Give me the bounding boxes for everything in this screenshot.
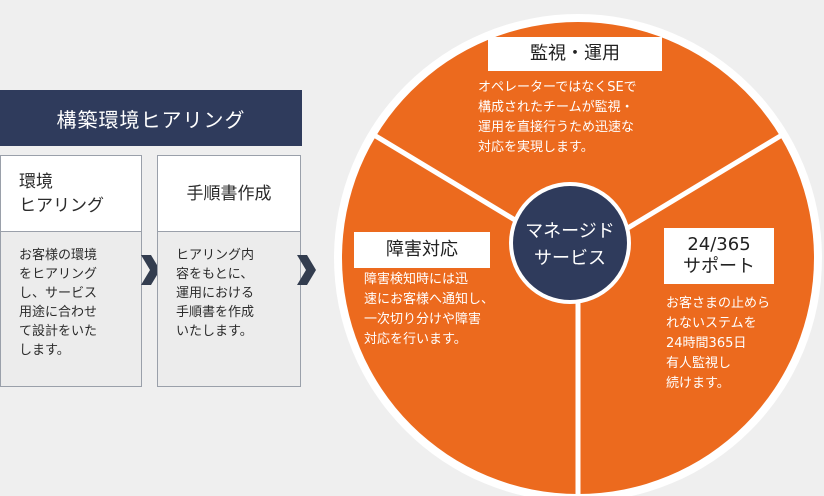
segment-title-monitoring: 監視・運用: [488, 37, 662, 71]
hearing-header: 構築環境ヒアリング: [0, 90, 302, 146]
card-body: お客様の環境 をヒアリング し、サービス 用途に合わせ て設計をいた します。: [1, 232, 141, 386]
segment-desc-incident: 障害検知時には迅 速にお客様へ通知し、 一次切り分けや障害 対応を行います。: [364, 272, 495, 347]
center-label: マネージド サービス: [525, 221, 615, 269]
card-body: ヒアリング内 容をもとに、 運用における 手順書を作成 いたします。: [158, 232, 300, 386]
hearing-card-procedure: 手順書作成 ヒアリング内 容をもとに、 運用における 手順書を作成 いたします。: [157, 155, 301, 387]
center-circle: [513, 186, 627, 300]
segment-desc-support: お客さまの止めら れないステムを 24時間365日 有人監視し 続けます。: [666, 296, 771, 391]
card-title: 環境 ヒアリング: [1, 156, 141, 232]
segment-desc-monitoring: オペレーターではなくSEで 構成されたチームが監視・ 運用を直接行うため迅速な …: [478, 80, 637, 155]
segment-title-support: 24/365 サポート: [664, 228, 774, 284]
chevron-right-icon: [297, 255, 316, 285]
card-title: 手順書作成: [158, 156, 300, 232]
segment-title-incident: 障害対応: [354, 232, 490, 268]
chevron-right-icon: [141, 255, 160, 285]
hearing-card-environment: 環境 ヒアリング お客様の環境 をヒアリング し、サービス 用途に合わせ て設計…: [0, 155, 142, 387]
